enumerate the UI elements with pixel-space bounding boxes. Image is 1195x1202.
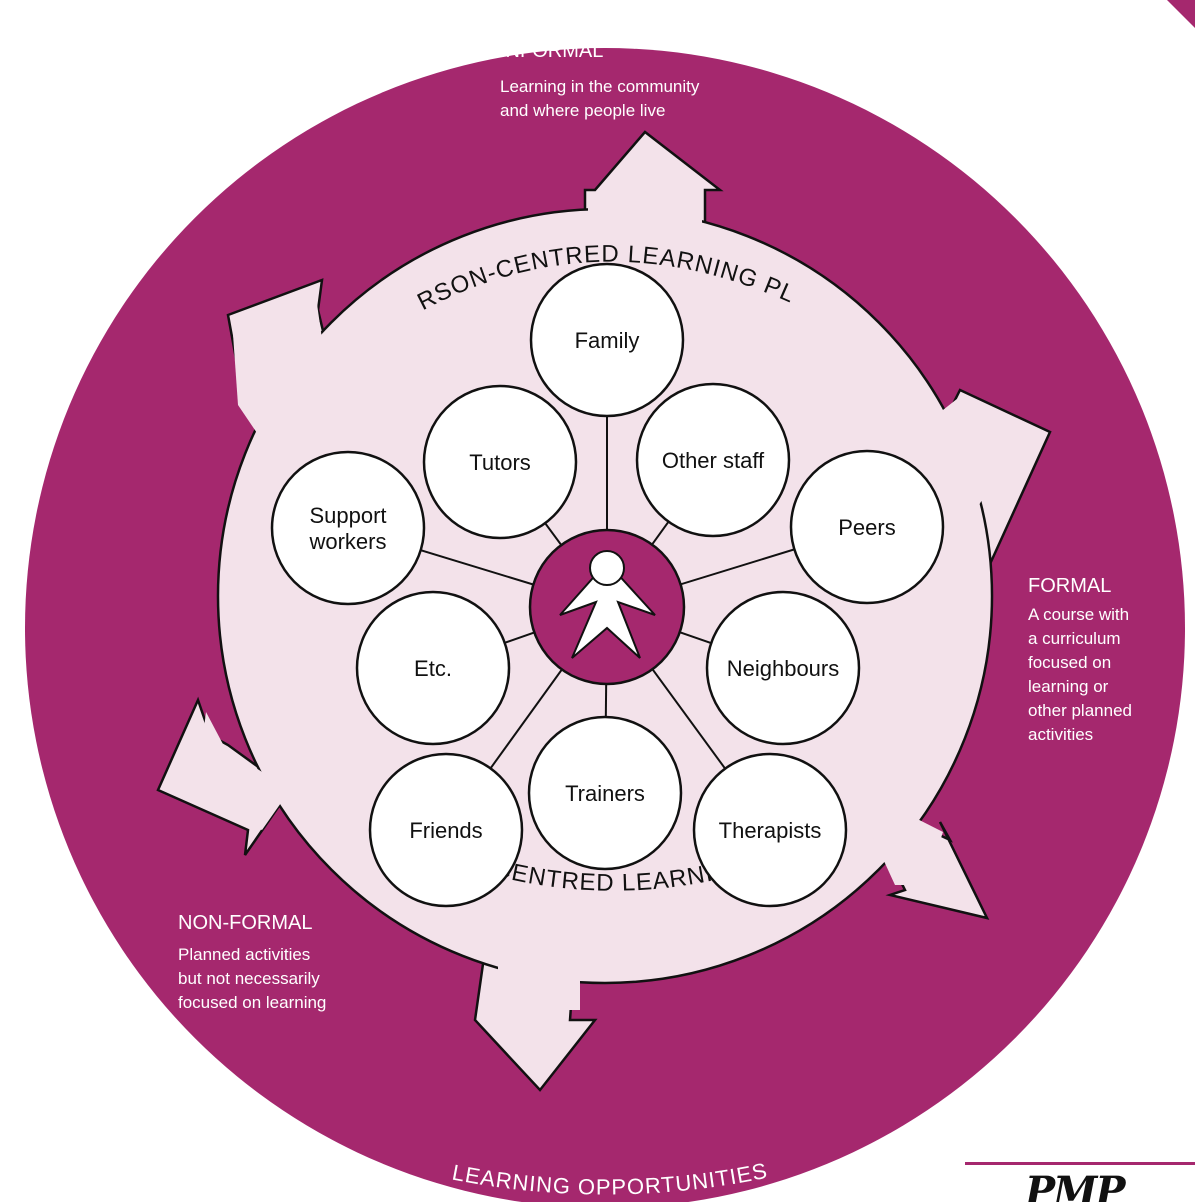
node-therapists: Therapists bbox=[692, 752, 848, 908]
node-family: Family bbox=[529, 262, 685, 418]
node-other-staff-label: Other staff bbox=[662, 448, 765, 473]
node-family-label: Family bbox=[575, 328, 640, 353]
zone-formal-line-3: focused on bbox=[1028, 653, 1111, 672]
node-therapists-circle bbox=[692, 752, 848, 908]
zone-formal-line-2: a curriculum bbox=[1028, 629, 1121, 648]
node-trainers-label: Trainers bbox=[565, 781, 645, 806]
node-friends-label: Friends bbox=[409, 818, 482, 843]
node-neighbours-circle bbox=[705, 590, 861, 746]
node-other-staff: Other staff bbox=[635, 382, 791, 538]
zone-nonformal-line-1: Planned activities bbox=[178, 945, 310, 964]
zone-informal: INFORMAL Learning in the community and w… bbox=[500, 40, 700, 120]
node-therapists-label: Therapists bbox=[719, 818, 822, 843]
node-neighbours: Neighbours bbox=[705, 590, 861, 746]
zone-nonformal: NON-FORMAL Planned activities but not ne… bbox=[178, 912, 326, 1012]
node-other-staff-circle bbox=[635, 382, 791, 538]
zone-nonformal-line-2: but not necessarily bbox=[178, 969, 320, 988]
node-friends-circle bbox=[368, 752, 524, 908]
node-trainers: Trainers bbox=[527, 715, 683, 871]
node-etc: Etc. bbox=[355, 590, 511, 746]
logo-rule bbox=[965, 1162, 1195, 1165]
zone-informal-line-1: Learning in the community bbox=[500, 77, 700, 96]
node-etc-circle bbox=[355, 590, 511, 746]
node-tutors: Tutors bbox=[422, 384, 578, 540]
node-support-workers-label: Support bbox=[309, 503, 386, 528]
node-peers: Peers bbox=[789, 449, 945, 605]
zone-formal-line-1: A course with bbox=[1028, 605, 1129, 624]
node-tutors-circle bbox=[422, 384, 578, 540]
publisher-logo: PMP bbox=[965, 1162, 1195, 1202]
zone-informal-line-2: and where people live bbox=[500, 101, 665, 120]
zone-formal-title: FORMAL bbox=[1028, 575, 1111, 597]
zone-informal-title: INFORMAL bbox=[500, 40, 603, 62]
zone-formal-line-5: other planned bbox=[1028, 701, 1132, 720]
zone-formal: FORMAL A course with a curriculum focuse… bbox=[1028, 575, 1132, 744]
node-peers-circle bbox=[789, 449, 945, 605]
node-support-workers-circle bbox=[270, 450, 426, 606]
node-neighbours-label: Neighbours bbox=[727, 656, 840, 681]
node-support-workers-label: workers bbox=[308, 529, 386, 554]
logo-mark: PMP bbox=[1025, 1168, 1125, 1202]
zone-formal-line-4: learning or bbox=[1028, 677, 1109, 696]
node-family-circle bbox=[529, 262, 685, 418]
zone-nonformal-title: NON-FORMAL bbox=[178, 912, 312, 934]
node-tutors-label: Tutors bbox=[469, 450, 531, 475]
zone-formal-line-6: activities bbox=[1028, 725, 1093, 744]
node-peers-label: Peers bbox=[838, 515, 895, 540]
person-icon bbox=[559, 550, 656, 659]
node-etc-label: Etc. bbox=[414, 656, 452, 681]
zone-nonformal-line-3: focused on learning bbox=[178, 993, 326, 1012]
plan-arrow-joints bbox=[200, 205, 1000, 1010]
corner-tab bbox=[1167, 0, 1195, 28]
node-friends: Friends bbox=[368, 752, 524, 908]
node-trainers-circle bbox=[527, 715, 683, 871]
